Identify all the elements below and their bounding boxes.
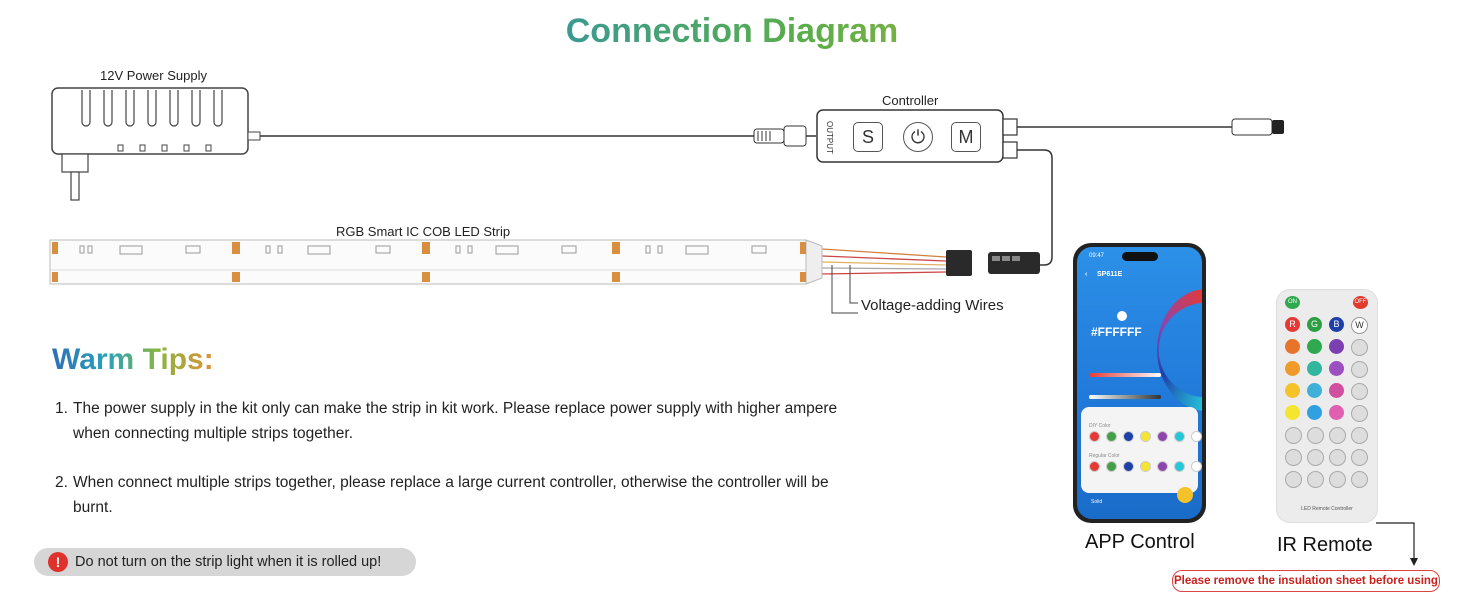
brightness-slider[interactable] [1089, 395, 1161, 399]
power-supply-label: 12V Power Supply [100, 68, 207, 83]
warning-text: Do not turn on the strip light when it i… [75, 554, 382, 570]
controller-m-button[interactable]: M [951, 122, 981, 152]
color-swatch[interactable] [1174, 431, 1185, 442]
color-swatch[interactable] [1140, 431, 1151, 442]
color-swatch[interactable] [1106, 431, 1117, 442]
color-swatch[interactable] [1123, 431, 1134, 442]
remote-w-button[interactable]: W [1351, 317, 1368, 334]
phone-time: 09:47 [1089, 253, 1105, 259]
remote-button[interactable] [1329, 427, 1346, 444]
remote-button[interactable] [1307, 339, 1322, 354]
controller-label: Controller [882, 93, 939, 108]
remote-off-button[interactable]: OFF [1353, 296, 1368, 309]
bulb-button[interactable] [1177, 487, 1193, 503]
remote-button[interactable] [1285, 383, 1300, 398]
controller-output-label: OUTPUT [825, 120, 834, 154]
remote-button[interactable] [1351, 427, 1368, 444]
controller-power-button[interactable]: ⏻ [903, 122, 933, 152]
color-swatch[interactable] [1191, 431, 1202, 442]
color-slider[interactable] [1089, 373, 1161, 377]
dynamic-island [1122, 252, 1158, 261]
remote-button[interactable] [1285, 449, 1302, 466]
remote-button[interactable] [1285, 427, 1302, 444]
insulation-note: Please remove the insulation sheet befor… [1172, 570, 1440, 592]
remote-button[interactable] [1307, 361, 1322, 376]
remote-button[interactable] [1329, 405, 1344, 420]
diy-swatches [1089, 431, 1202, 442]
remote-caption: LED Remote Controller [1301, 506, 1353, 512]
tip-item: 1. The power supply in the kit only can m… [55, 396, 935, 446]
ir-remote-image: ON OFF R G B W LED Remote Controller [1276, 289, 1378, 523]
tip-text-line1: The power supply in the kit only can mak… [73, 400, 838, 417]
remote-button[interactable] [1351, 449, 1368, 466]
brightness-dot [1117, 311, 1127, 321]
ir-receiver-icon [1231, 118, 1284, 136]
diy-color-label: DIY Color [1089, 423, 1111, 429]
remote-button[interactable] [1351, 361, 1368, 378]
remote-button[interactable] [1285, 471, 1302, 488]
remote-r-button[interactable]: R [1285, 317, 1300, 332]
diagram-title: Connection Diagram [0, 12, 1464, 51]
warning-icon: ! [48, 552, 68, 572]
regular-swatches [1089, 461, 1202, 472]
color-swatch[interactable] [1089, 461, 1100, 472]
remote-button[interactable] [1329, 339, 1344, 354]
remote-button[interactable] [1307, 471, 1324, 488]
color-swatch[interactable] [1157, 461, 1168, 472]
power-supply-icon [51, 87, 261, 201]
regular-color-label: Regular Color [1089, 453, 1120, 459]
led-strip-icon [49, 239, 823, 285]
color-panel: DIY Color Regular Color [1081, 407, 1202, 493]
tip-text-line2: burnt. [73, 499, 113, 516]
app-back-icon[interactable]: ‹ [1085, 271, 1088, 278]
color-swatch[interactable] [1157, 431, 1168, 442]
tip-item: 2. When connect multiple strips together,… [55, 470, 935, 520]
color-wheel[interactable] [1157, 289, 1202, 411]
app-name: SP611E [1097, 271, 1123, 278]
remote-button[interactable] [1329, 383, 1344, 398]
tab-solid[interactable]: Solid [1091, 499, 1103, 505]
color-swatch[interactable] [1140, 461, 1151, 472]
remote-button[interactable] [1351, 405, 1368, 422]
tip-number: 2. [55, 474, 68, 491]
color-swatch[interactable] [1089, 431, 1100, 442]
remote-button[interactable] [1285, 405, 1300, 420]
remote-g-button[interactable]: G [1307, 317, 1322, 332]
warning-banner: ! Do not turn on the strip light when it… [34, 548, 416, 576]
phone-screen: 09:47 ‹ SP611E #FFFFFF DIY Color Regular… [1077, 247, 1202, 519]
remote-button[interactable] [1351, 339, 1368, 356]
remote-button[interactable] [1307, 383, 1322, 398]
remote-button[interactable] [1351, 383, 1368, 400]
dc-jack-icon [753, 125, 807, 147]
voltage-wires-label: Voltage-adding Wires [861, 297, 1004, 314]
app-control-label: APP Control [1085, 531, 1195, 553]
color-swatch[interactable] [1191, 461, 1202, 472]
remote-button[interactable] [1307, 405, 1322, 420]
remote-on-button[interactable]: ON [1285, 296, 1300, 309]
color-swatch[interactable] [1106, 461, 1117, 472]
remote-button[interactable] [1351, 471, 1368, 488]
remote-button[interactable] [1329, 449, 1346, 466]
remote-b-button[interactable]: B [1329, 317, 1344, 332]
remote-button[interactable] [1329, 361, 1344, 376]
remote-button[interactable] [1285, 339, 1300, 354]
remote-button[interactable] [1307, 449, 1324, 466]
ir-remote-label: IR Remote [1277, 534, 1373, 556]
warm-tips-heading: Warm Tips: [52, 343, 214, 376]
remote-button[interactable] [1307, 427, 1324, 444]
led-strip-label: RGB Smart IC COB LED Strip [336, 224, 511, 239]
color-swatch[interactable] [1174, 461, 1185, 472]
color-swatch[interactable] [1123, 461, 1134, 472]
controller-s-button[interactable]: S [853, 122, 883, 152]
remote-button[interactable] [1329, 471, 1346, 488]
tip-text-line2: when connecting multiple strips together… [73, 425, 354, 442]
strip-connector-icon [946, 250, 1040, 276]
tip-text-line1: When connect multiple strips together, p… [73, 474, 829, 491]
color-hex-value: #FFFFFF [1091, 325, 1142, 339]
phone-app-image: 09:47 ‹ SP611E #FFFFFF DIY Color Regular… [1073, 243, 1206, 523]
tip-number: 1. [55, 400, 68, 417]
remote-button[interactable] [1285, 361, 1300, 376]
